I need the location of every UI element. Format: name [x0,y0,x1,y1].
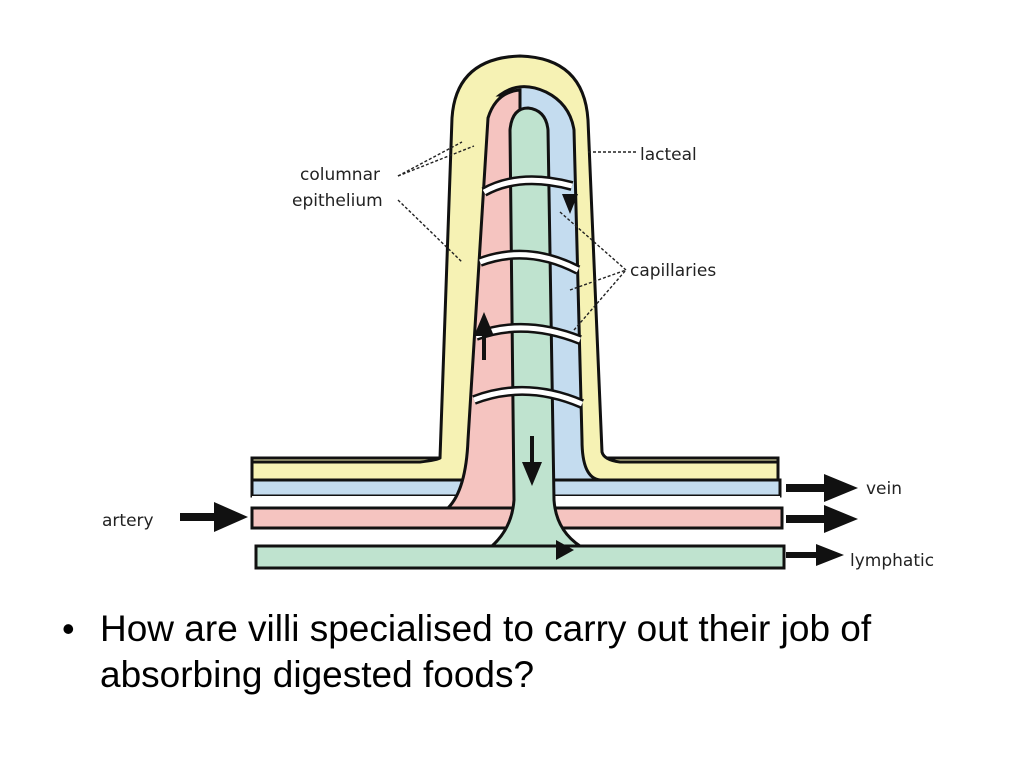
label-lymphatic: lymphatic [850,551,934,571]
label-leader-lines [397,141,636,331]
label-epithelium: epithelium [292,191,383,211]
vein-out-arrow-icon [824,474,858,502]
vessel-arrows [180,474,858,566]
label-capillaries: capillaries [630,261,716,281]
lymphatic-out-arrow-icon [816,544,844,566]
artery-in-arrow-icon [214,502,248,532]
bullet-marker: • [62,608,75,649]
capillary-bed-artery-side [444,88,522,510]
lymphatic-vessel [254,544,786,570]
label-artery: artery [102,511,154,531]
bullet-point: • How are villi specialised to carry out… [62,606,982,698]
label-vein: vein [866,479,902,499]
flow-arrow-down-icon [522,462,542,486]
flow-arrow-down-icon [562,194,578,214]
label-lacteal: lacteal [640,145,697,165]
label-columnar: columnar [300,165,380,185]
villus-diagram: columnar epithelium lacteal capillaries … [102,54,934,571]
villus [250,54,780,560]
flow-arrow-up-icon [474,312,494,336]
question-text: How are villi specialised to carry out t… [100,608,872,695]
flow-arrow-right-icon [556,540,574,560]
artery-out-arrow-icon [824,505,858,533]
